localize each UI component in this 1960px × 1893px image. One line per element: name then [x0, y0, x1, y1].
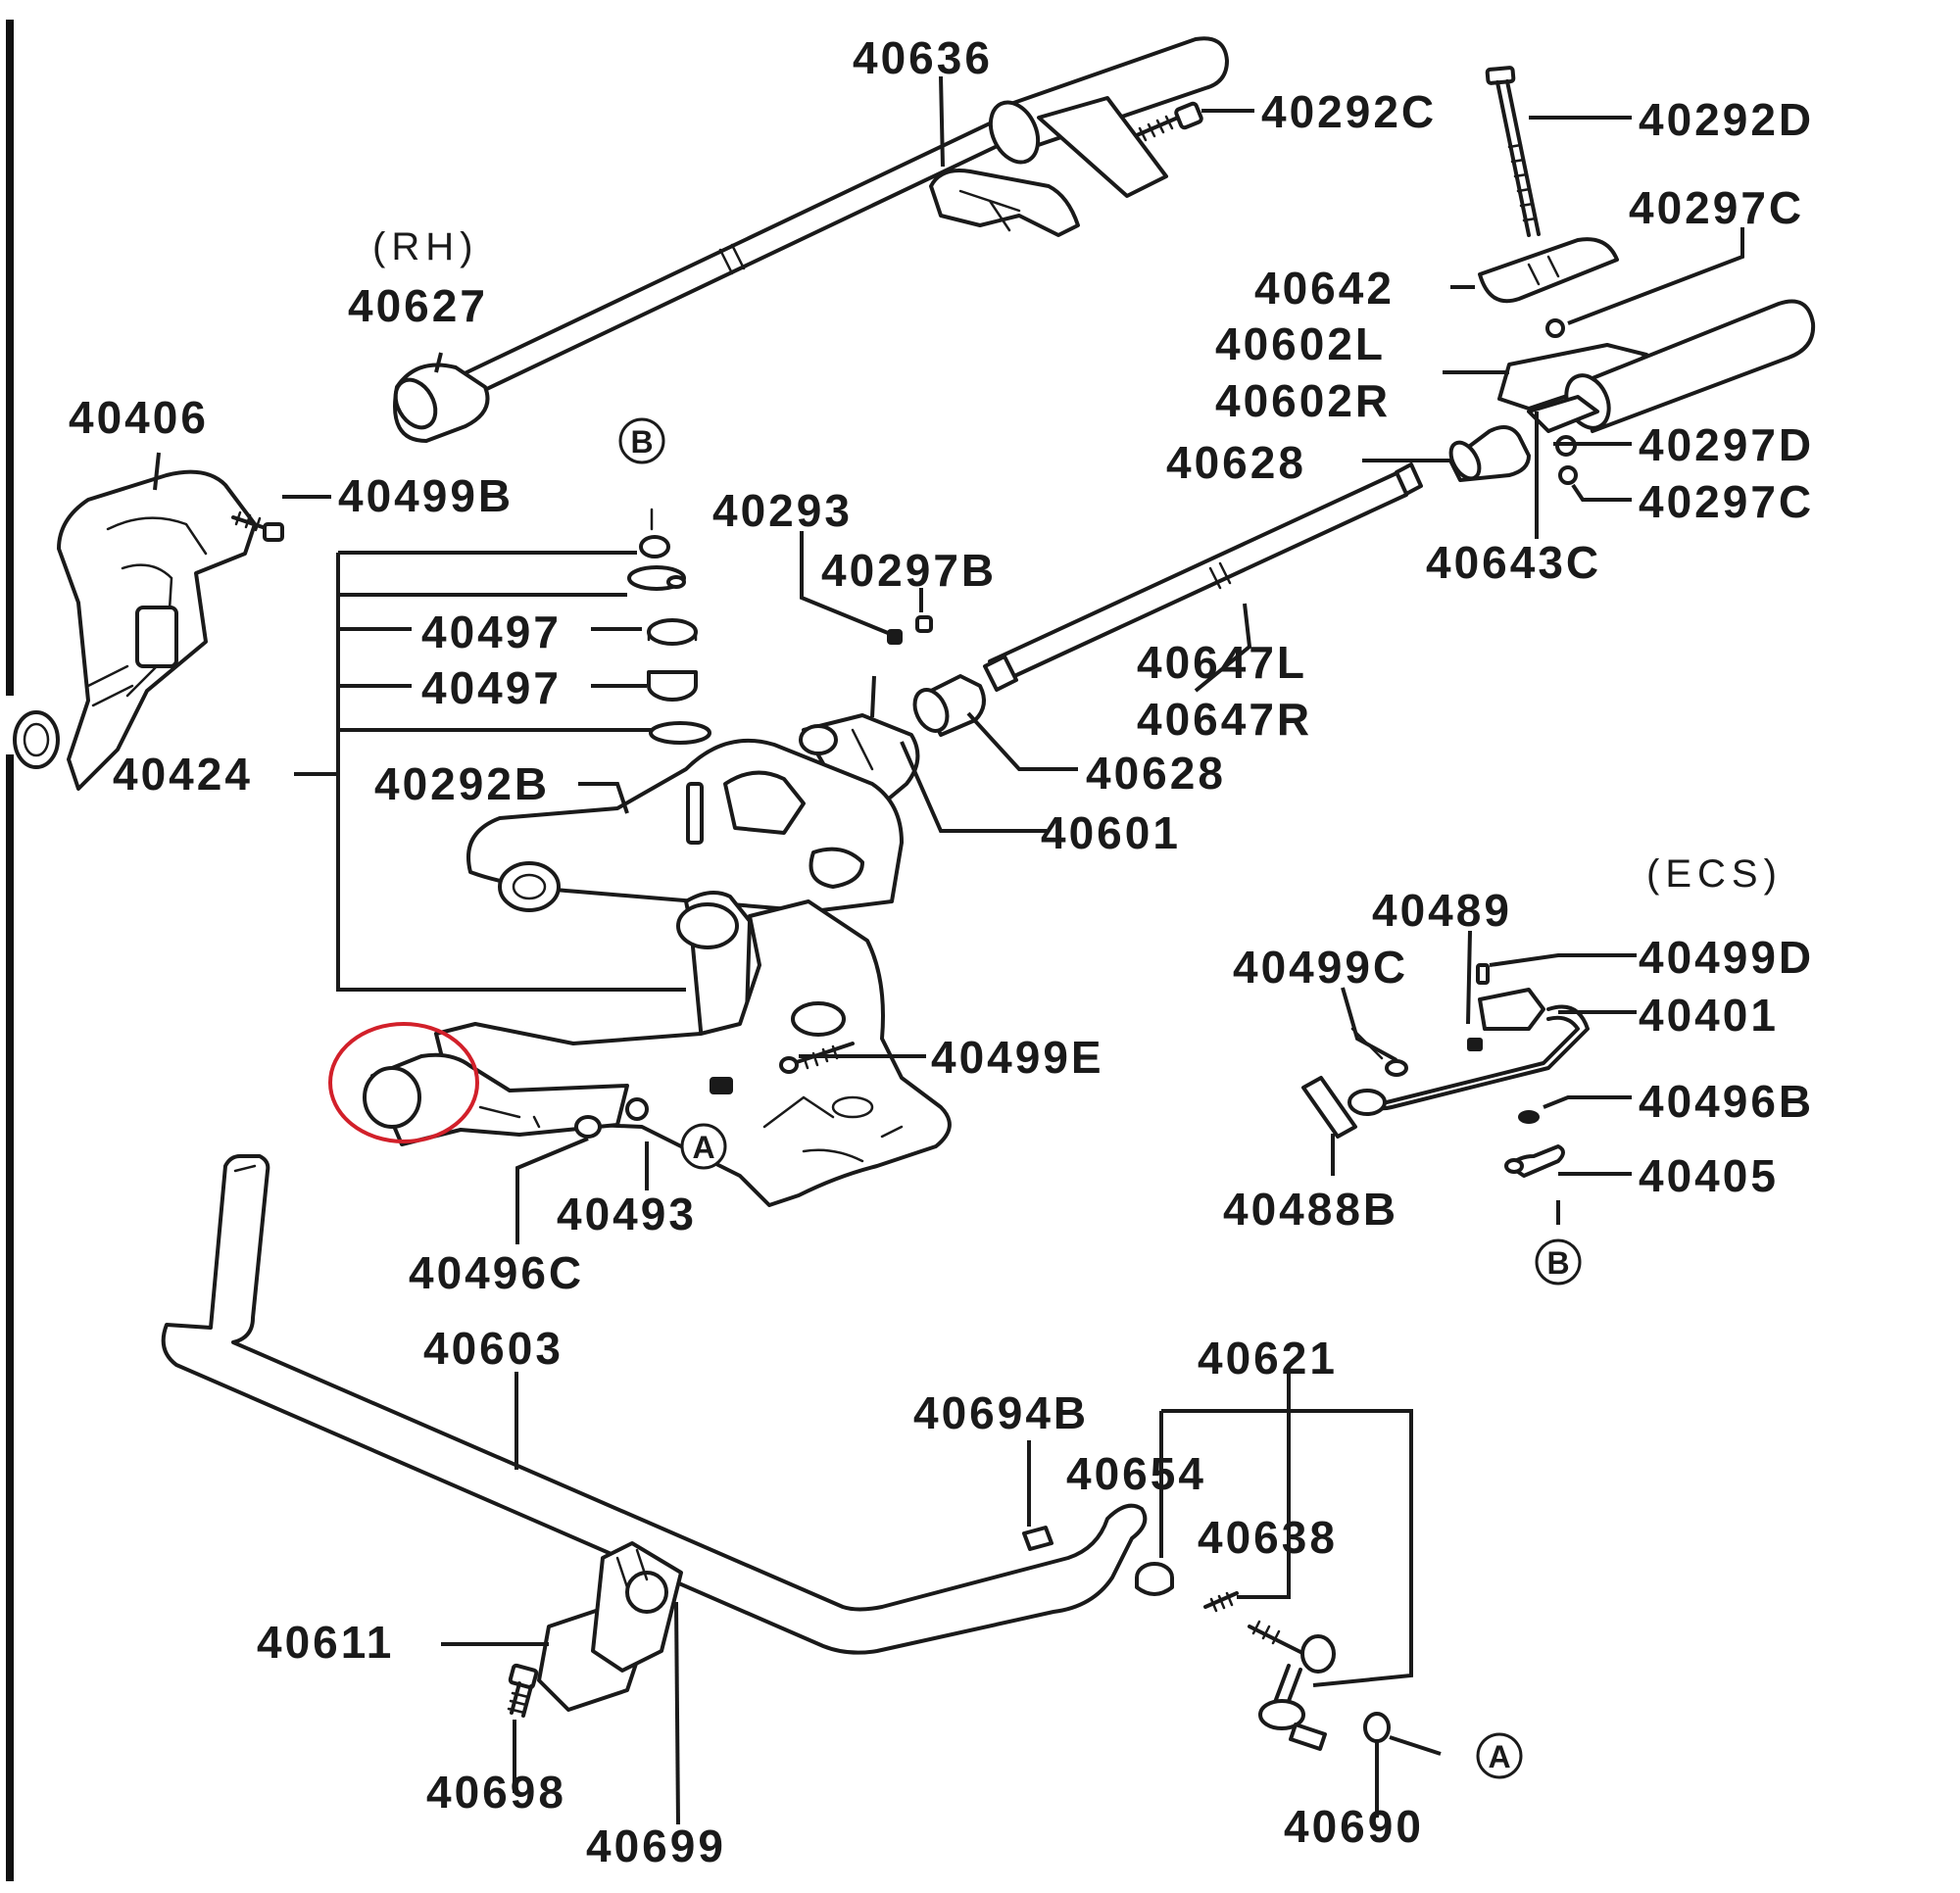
- torsion-bar-40647: [983, 462, 1423, 692]
- label-40647l: 40647L: [1137, 637, 1307, 688]
- label-40499e: 40499E: [931, 1032, 1104, 1083]
- bracket-40406: [13, 469, 257, 791]
- label-40489: 40489: [1372, 885, 1512, 936]
- label-40647r: 40647R: [1137, 694, 1312, 745]
- ref-circle-a-mid: A: [680, 1123, 727, 1170]
- label-ecs: (ECS): [1646, 852, 1783, 896]
- label-40496c: 40496C: [409, 1247, 584, 1298]
- label-40499d: 40499D: [1639, 932, 1814, 983]
- label-40628-top: 40628: [1166, 437, 1306, 488]
- left-border-lower: [6, 754, 14, 1881]
- label-40499c: 40499C: [1233, 942, 1408, 993]
- bolt-40698: [507, 1663, 539, 1718]
- bolt-40292d: [1485, 66, 1541, 237]
- label-40297c-top: 40297C: [1629, 182, 1804, 233]
- label-40496b: 40496B: [1639, 1076, 1814, 1127]
- label-40493: 40493: [557, 1189, 697, 1239]
- bracket-40602: [1497, 299, 1816, 433]
- label-40636: 40636: [853, 32, 993, 83]
- label-40424: 40424: [113, 749, 253, 800]
- label-40621: 40621: [1198, 1333, 1338, 1383]
- leader-lines: [153, 75, 1744, 1825]
- label-40642: 40642: [1254, 263, 1395, 314]
- part-labels: 40636 40292C 40292D (RH) 40297C 40642 40…: [69, 32, 1814, 1871]
- bushing-bracket-40611: [537, 1541, 683, 1712]
- svg-text:A: A: [1488, 1739, 1510, 1774]
- label-40406: 40406: [69, 392, 209, 443]
- label-40694b: 40694B: [913, 1387, 1089, 1438]
- highlight-circle: [328, 1022, 479, 1143]
- label-40698: 40698: [426, 1767, 566, 1818]
- svg-text:B: B: [1546, 1245, 1569, 1281]
- label-40297c-mid: 40297C: [1639, 476, 1814, 527]
- svg-text:B: B: [630, 424, 653, 460]
- label-40690: 40690: [1284, 1801, 1424, 1852]
- control-arm-assembly: [363, 738, 952, 1207]
- label-40292d: 40292D: [1639, 94, 1814, 145]
- label-40628-mid: 40628: [1086, 748, 1226, 799]
- label-40603: 40603: [423, 1323, 564, 1374]
- label-40602l: 40602L: [1215, 318, 1386, 369]
- ecs-height-sensor: [1301, 963, 1590, 1178]
- label-40401: 40401: [1639, 990, 1779, 1041]
- nut-40297b: [915, 615, 933, 633]
- label-40297d: 40297D: [1639, 419, 1814, 470]
- bolt-40638: [1203, 1591, 1239, 1613]
- nut-40694b: [1022, 1526, 1054, 1551]
- anchor-arm-40601: [799, 713, 920, 810]
- stabilizer-link-40621: [1248, 1620, 1336, 1751]
- label-40611: 40611: [257, 1617, 394, 1668]
- label-40497a: 40497: [421, 607, 562, 657]
- label-40297b: 40297B: [821, 545, 997, 596]
- nut-40297c-mid: [1558, 465, 1578, 485]
- label-40497b: 40497: [421, 662, 562, 713]
- stabilizer-bar-40603: [161, 1154, 1148, 1655]
- boot-40628-mid: [912, 674, 986, 737]
- label-40499b: 40499B: [338, 470, 514, 521]
- label-40699: 40699: [586, 1820, 726, 1871]
- label-rh: (RH): [372, 225, 478, 268]
- shock-stack-40424: [627, 508, 711, 745]
- bolt-40499b: [231, 510, 284, 542]
- bolt-40292c: [1135, 101, 1203, 142]
- label-40488b: 40488B: [1223, 1184, 1398, 1235]
- nut-40297c-top: [1545, 318, 1565, 338]
- clamp-40642: [1478, 237, 1619, 304]
- ref-circle-b-top: B: [618, 417, 665, 464]
- label-40643c: 40643C: [1426, 537, 1601, 588]
- label-40405: 40405: [1639, 1150, 1779, 1201]
- boot-40628-top: [1448, 425, 1531, 482]
- label-40638: 40638: [1198, 1512, 1338, 1563]
- label-40292c: 40292C: [1261, 86, 1437, 137]
- bushing-40654: [1135, 1562, 1174, 1596]
- label-40601: 40601: [1041, 807, 1181, 858]
- label-40293: 40293: [712, 485, 853, 536]
- label-40654: 40654: [1066, 1448, 1206, 1499]
- label-40602r: 40602R: [1215, 375, 1391, 426]
- torsion-bar-rh: [393, 36, 1229, 443]
- ref-circle-a-bottom: A: [1476, 1732, 1523, 1779]
- label-40292b: 40292B: [374, 758, 550, 809]
- nut-40690: [1363, 1712, 1391, 1758]
- left-border-upper: [6, 20, 14, 696]
- ref-circle-b-bottom: B: [1535, 1238, 1582, 1286]
- nut-40293: [887, 629, 903, 645]
- svg-text:A: A: [692, 1130, 714, 1165]
- label-40627: 40627: [348, 280, 488, 331]
